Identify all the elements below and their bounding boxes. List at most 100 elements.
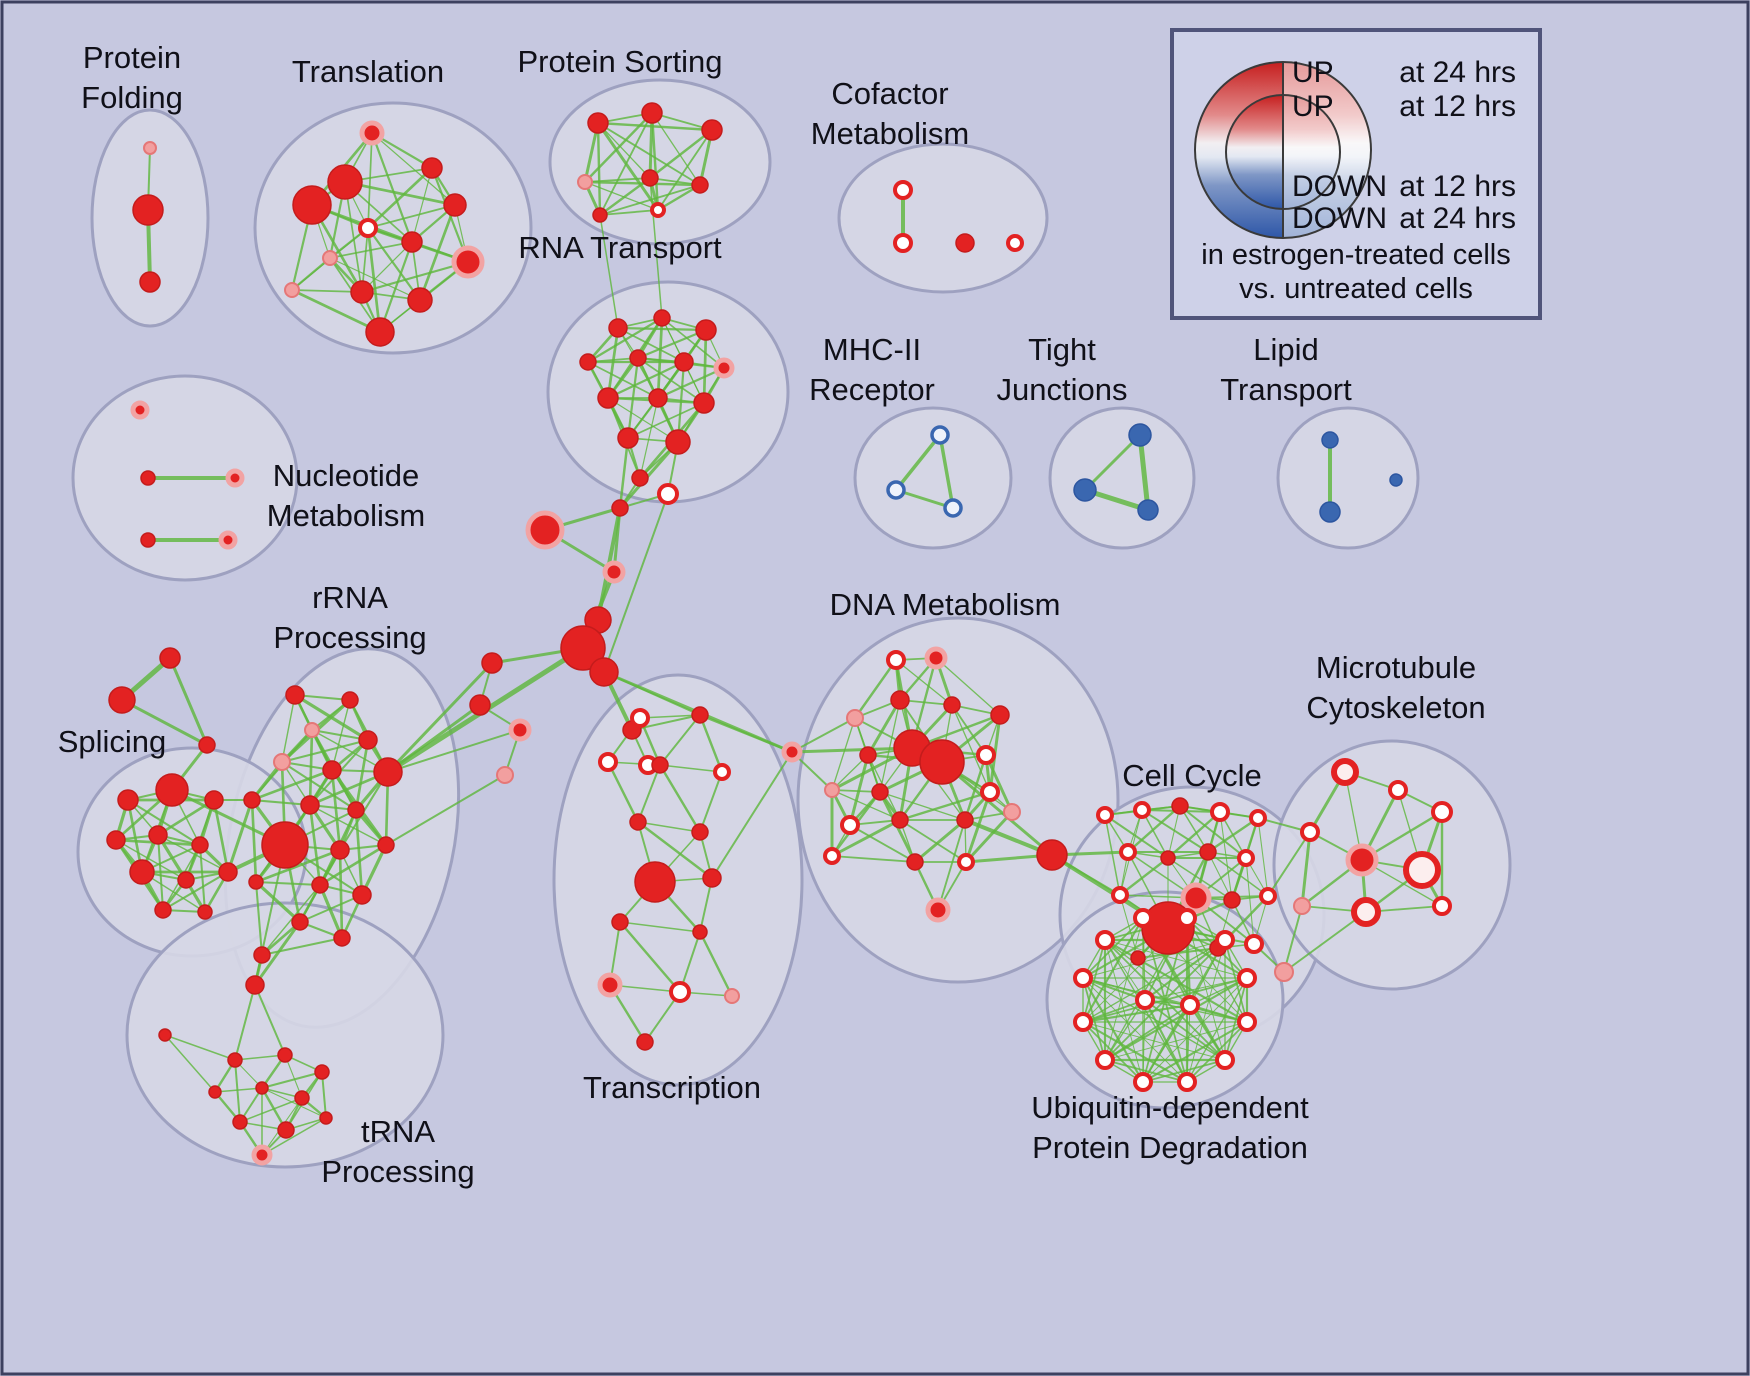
- network-edge: [651, 112, 701, 186]
- network-edge: [599, 214, 619, 329]
- network-edge: [639, 714, 701, 719]
- network-node-tr5: [314, 1064, 330, 1080]
- network-node-rr3: [304, 722, 320, 738]
- network-node-nm2: [140, 470, 156, 486]
- network-node-lt2: [1319, 501, 1341, 523]
- network-node-rt2: [653, 309, 671, 327]
- network-edge: [938, 433, 955, 510]
- network-node-rt5: [629, 349, 647, 367]
- network-node-cc7: [1160, 850, 1176, 866]
- network-node-tj2: [1073, 478, 1097, 502]
- network-node-mc9: [1432, 896, 1452, 916]
- network-edge: [280, 760, 358, 812]
- network-node-rt6: [674, 352, 694, 372]
- network-edge: [951, 704, 991, 793]
- network-edge: [1082, 1021, 1144, 1083]
- network-node-cc9: [1237, 849, 1255, 867]
- network-edge: [597, 122, 651, 179]
- network-node-rr10: [347, 801, 365, 819]
- network-edge: [603, 493, 669, 673]
- network-edge: [879, 699, 901, 793]
- network-node-rt7: [713, 357, 735, 379]
- network-edge: [254, 880, 322, 887]
- network-edge: [370, 131, 414, 244]
- network-node-tr7: [255, 1081, 269, 1095]
- network-node-pf1: [143, 141, 157, 155]
- network-edge: [360, 260, 470, 294]
- network-edge: [913, 818, 967, 864]
- network-edge: [1186, 1004, 1191, 1083]
- legend-note-line: vs. untreated cells: [1239, 273, 1473, 305]
- network-edge: [1141, 809, 1209, 853]
- network-node-tx2: [691, 706, 709, 724]
- network-node-cc1: [1096, 806, 1114, 824]
- network-edge: [234, 984, 256, 1061]
- network-node-sp4: [106, 830, 126, 850]
- network-node-cm3: [955, 233, 975, 253]
- network-node-nm1: [130, 400, 150, 420]
- network-node-rr17: [291, 913, 309, 931]
- network-node-tx3: [598, 752, 618, 772]
- network-edge: [637, 764, 661, 823]
- network-node-cc2: [1133, 801, 1151, 819]
- legend-direction-label: UP: [1292, 56, 1334, 89]
- network-edge: [649, 177, 663, 319]
- network-edge: [1104, 814, 1169, 859]
- network-node-t4: [292, 185, 332, 225]
- network-node-u12: [1237, 1012, 1257, 1032]
- network-edge: [637, 821, 701, 833]
- network-edge: [586, 316, 664, 364]
- network-node-sp7: [129, 859, 155, 885]
- network-node-md1: [781, 741, 803, 763]
- network-edge: [338, 848, 344, 940]
- network-edge: [367, 204, 456, 229]
- network-node-rt10: [693, 392, 715, 414]
- network-node-dm17: [1003, 803, 1021, 821]
- network-edge: [659, 714, 701, 766]
- network-edge: [599, 209, 659, 216]
- network-node-rt11: [617, 427, 639, 449]
- network-edge: [711, 751, 793, 879]
- network-edge: [1104, 1021, 1248, 1061]
- network-edge: [1104, 939, 1144, 1083]
- network-edge: [1206, 816, 1260, 854]
- network-node-rt8: [597, 387, 619, 409]
- network-node-sp11: [197, 904, 213, 920]
- network-node-rr16: [352, 885, 372, 905]
- network-node-mc7: [1293, 897, 1311, 915]
- network-node-ps2: [641, 102, 663, 124]
- network-edge: [698, 930, 734, 998]
- network-edge: [354, 738, 370, 812]
- network-edge: [636, 820, 714, 880]
- network-edge: [120, 698, 209, 747]
- network-node-tr1: [245, 975, 265, 995]
- network-node-cm4: [1006, 234, 1024, 252]
- network-node-mc8: [1351, 897, 1381, 927]
- network-edge: [164, 1034, 216, 1093]
- network-edge: [1283, 905, 1303, 973]
- network-edge: [226, 798, 254, 874]
- network-edge: [648, 128, 714, 180]
- network-edge: [1137, 432, 1151, 513]
- network-node-t13: [365, 317, 395, 347]
- network-edge: [254, 880, 264, 957]
- network-edge: [1144, 999, 1226, 1061]
- network-node-rt4: [579, 353, 597, 371]
- network-edge: [617, 327, 685, 363]
- network-node-dm15: [891, 811, 909, 829]
- network-node-tx1: [630, 708, 650, 728]
- network-edge: [984, 753, 1014, 814]
- network-node-u1: [1237, 968, 1257, 988]
- network-node-t10: [284, 282, 300, 298]
- network-node-tr11: [319, 1111, 333, 1125]
- network-node-ps5: [641, 169, 659, 187]
- network-node-sp6: [191, 836, 209, 854]
- network-edge: [963, 753, 988, 822]
- network-edge: [1166, 810, 1222, 860]
- network-node-t6: [358, 218, 378, 238]
- cluster-ellipse-tight-junctions: [1048, 406, 1196, 550]
- network-node-mc6: [1403, 851, 1441, 889]
- network-edge: [1189, 977, 1248, 1006]
- network-edge: [1082, 977, 1188, 1083]
- network-nodes: [106, 102, 1453, 1166]
